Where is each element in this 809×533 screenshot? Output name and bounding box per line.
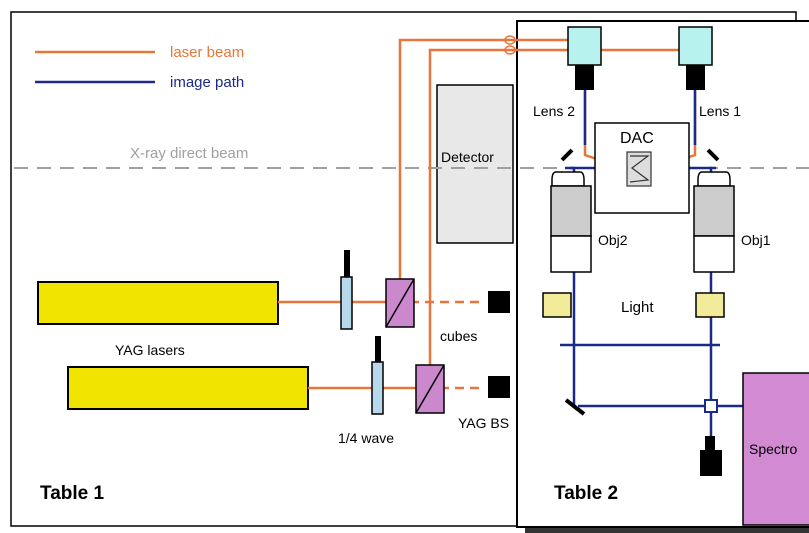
beam-crossing-2: [504, 45, 516, 55]
light-source-right: [695, 292, 725, 318]
lens-1-label: Lens 1: [699, 103, 741, 119]
image-path-obj2: [565, 166, 576, 406]
image-path-obj1: [709, 166, 716, 458]
detector: [436, 84, 514, 244]
beam-splitter-diagonal-2: [415, 364, 445, 414]
objective-1-base: [693, 235, 735, 273]
table-2-label: Table 2: [554, 483, 618, 504]
yag-bs-label: YAG BS: [458, 415, 509, 431]
light-source-left: [542, 292, 572, 318]
camera-icon: [700, 450, 722, 476]
waveplate-mount-1: [344, 250, 350, 278]
lens-1-mount: [686, 65, 705, 90]
beam-dump-2: [488, 376, 510, 398]
beam-crossing-1: [504, 35, 516, 45]
yag-laser-1: [37, 281, 279, 325]
legend-laser-label: laser beam: [170, 44, 244, 61]
quarter-wave-plate-1: [340, 276, 353, 330]
spectrometer: [742, 372, 809, 526]
lens-2-label: Lens 2: [533, 103, 575, 119]
objective-2-base: [550, 235, 592, 273]
objective-1-tip: [697, 171, 731, 187]
waveplate-mount-2: [375, 336, 381, 364]
table-1-label: Table 1: [40, 483, 104, 504]
dac-label: DAC: [620, 130, 654, 147]
cubes-label: cubes: [440, 328, 477, 344]
camera-lens-icon: [705, 436, 715, 450]
yag-lasers-label: YAG lasers: [115, 342, 185, 358]
mirror-lower: [564, 398, 586, 416]
objective-2-body: [550, 185, 592, 237]
legend-image-label: image path: [170, 74, 244, 91]
detector-label: Detector: [441, 149, 494, 165]
lens-1: [678, 26, 713, 66]
obj1-label: Obj1: [741, 232, 771, 248]
mirror-right-upper: [706, 148, 720, 162]
image-beam-splitter: [704, 399, 718, 413]
quarter-wave-plate-2: [371, 361, 384, 415]
beam-dump-1: [488, 291, 510, 313]
lens-2-mount: [575, 65, 594, 90]
diamond-anvil-cell-icon: [626, 151, 652, 187]
objective-1-body: [693, 185, 735, 237]
yag-laser-2: [67, 366, 309, 410]
objective-2-tip: [551, 171, 585, 187]
lens-2: [567, 26, 602, 66]
xray-label: X-ray direct beam: [130, 145, 248, 162]
beam-splitter-diagonal-1: [385, 278, 415, 328]
dac-anvil-outline: [629, 155, 650, 183]
quarter-wave-label: 1/4 wave: [338, 430, 394, 446]
spectro-label: Spectro: [749, 441, 797, 457]
laser-path-upper: [278, 38, 636, 304]
mirror-left-upper: [560, 148, 574, 162]
obj2-label: Obj2: [598, 232, 628, 248]
light-label: Light: [621, 299, 654, 316]
